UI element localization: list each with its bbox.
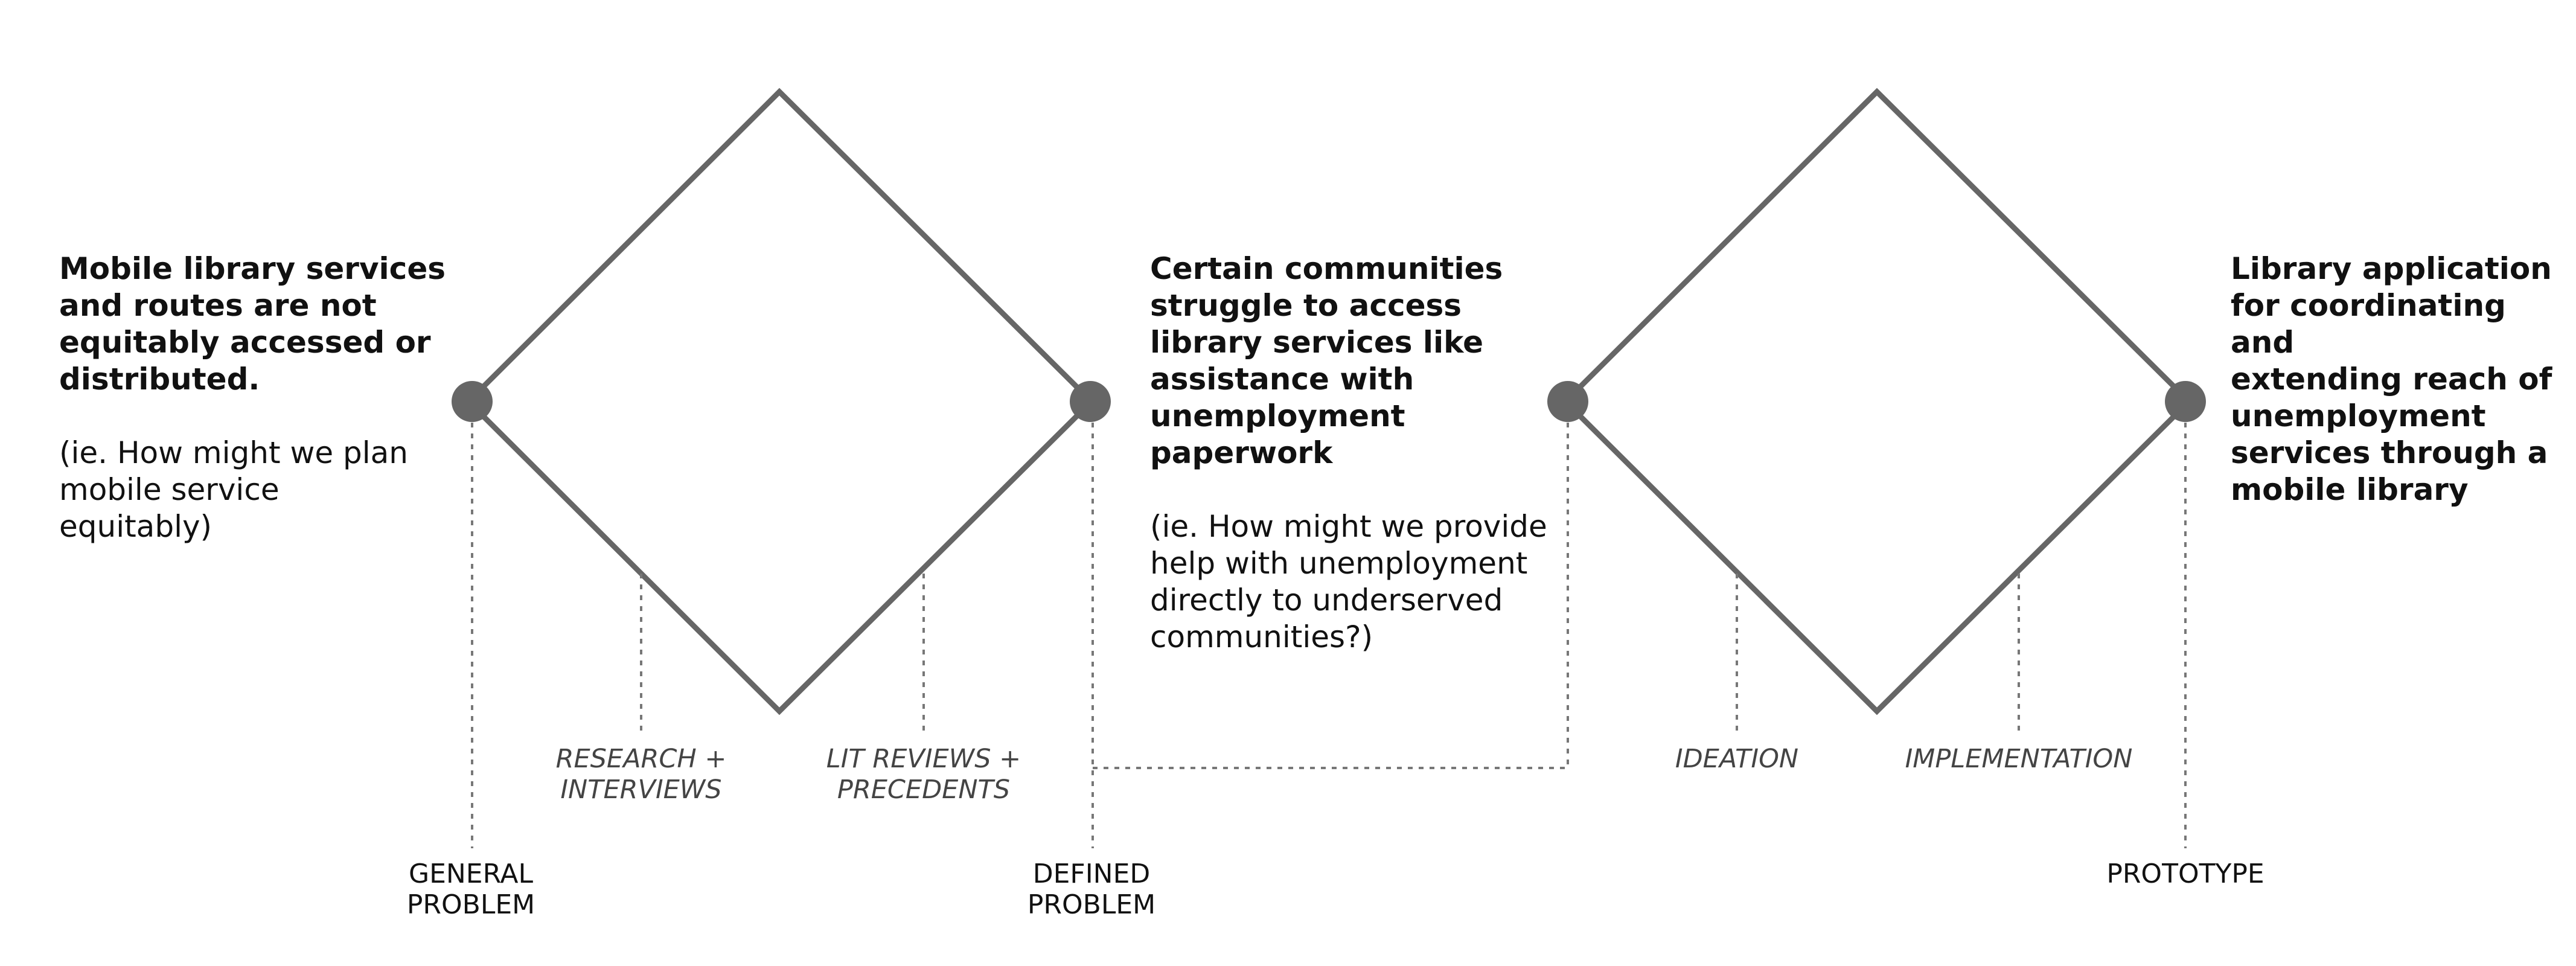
phase-label-lit-reviews: LIT REVIEWS + PRECEDENTS — [826, 744, 1021, 805]
phase-label-research: RESEARCH + INTERVIEWS — [555, 744, 727, 805]
diamond-discover-define — [464, 88, 1096, 715]
node-defined-problem — [1070, 381, 1111, 422]
node-prototype — [2165, 381, 2206, 422]
diamond-develop-deliver — [1561, 88, 2193, 715]
general-problem-title: Mobile library services and routes are n… — [59, 251, 446, 397]
stage-label-defined-problem: DEFINED PROBLEM — [1027, 859, 1156, 920]
stage-label-general-problem: GENERAL PROBLEM — [406, 859, 535, 920]
node-ideation-start — [1547, 381, 1588, 422]
defined-problem-block: Certain communities struggle to access l… — [1150, 251, 1561, 656]
general-problem-block: Mobile library services and routes are n… — [59, 251, 446, 545]
stage-label-prototype: PROTOTYPE — [2106, 859, 2264, 889]
node-general-problem — [452, 381, 493, 422]
phase-label-ideation: IDEATION — [1675, 744, 1799, 774]
defined-problem-question: (ie. How might we provide help with unem… — [1150, 509, 1547, 654]
general-problem-question: (ie. How might we plan mobile service eq… — [59, 435, 408, 544]
prototype-title: Library application for coordinating and… — [2231, 251, 2552, 507]
phase-label-implementation: IMPLEMENTATION — [1905, 744, 2133, 774]
prototype-block: Library application for coordinating and… — [2231, 251, 2569, 508]
defined-problem-title: Certain communities struggle to access l… — [1150, 251, 1503, 470]
